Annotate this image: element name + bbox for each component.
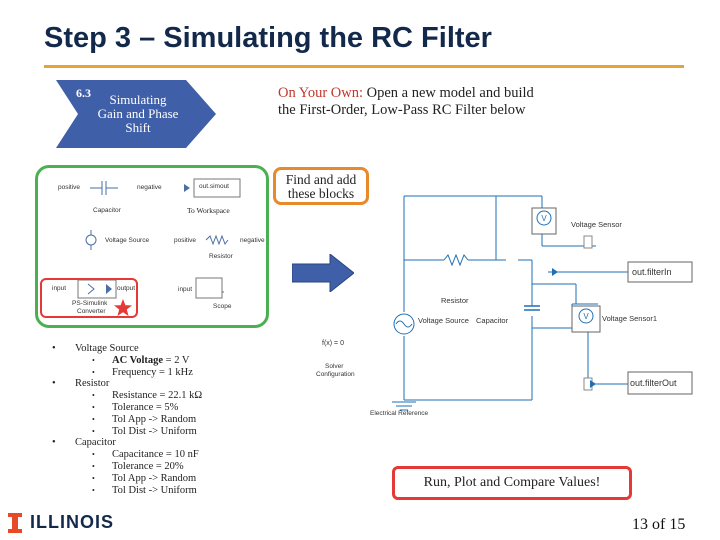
param-item: •Capacitor — [52, 437, 116, 449]
out-filterin-label: out.filterIn — [632, 267, 672, 277]
instruction-text: On Your Own: Open a new model and build … — [278, 85, 538, 119]
to-workspace-block[interactable] — [193, 178, 241, 198]
solver-label-1: Solver — [325, 363, 344, 370]
resistor-negative-port: negative — [240, 237, 265, 244]
to-workspace-port — [184, 184, 190, 192]
electrical-reference-label: Electrical Reference — [370, 410, 429, 417]
slide-title: Step 3 – Simulating the RC Filter — [44, 22, 492, 54]
resistor-label: Resistor — [209, 253, 233, 260]
resistor-positive-port: positive — [174, 237, 197, 244]
param-subitem: •Frequency = 1 kHz — [92, 366, 193, 378]
voltage-sensor1-label: Voltage Sensor1 — [602, 314, 658, 323]
library-blocks-panel — [35, 165, 269, 328]
ps-converter-output-port: output — [117, 285, 136, 292]
solver-label-2: Configuration — [316, 371, 355, 378]
scope-input-port: input — [178, 286, 193, 293]
right-arrow-icon — [292, 254, 354, 292]
param-subitem: •Tolerance = 5% — [92, 401, 179, 413]
section-label: Simulating Gain and Phase Shift — [97, 92, 179, 135]
block-parameters-list: •Voltage Source •AC Voltage = 2 V •Frequ… — [52, 343, 202, 496]
instruction-prefix: On Your Own: — [278, 85, 364, 101]
scope-block[interactable] — [195, 277, 223, 299]
param-item: •Resistor — [52, 378, 110, 390]
param-item: •Voltage Source — [52, 343, 139, 354]
ps-converter-highlight — [40, 278, 138, 318]
section-arrow-badge — [56, 80, 216, 148]
param-subitem: •Capacitance = 10 nF — [92, 449, 199, 461]
instruction-body: Open a new model and build the First-Ord… — [278, 85, 534, 118]
param-subitem: •Tol Dist -> Uniform — [92, 484, 197, 496]
voltage-source-schematic-label: Voltage Source — [418, 316, 469, 325]
resistor-schematic-label: Resistor — [441, 296, 469, 305]
ps-converter-label-2: Converter — [77, 308, 106, 315]
param-subitem: •Tol App -> Random — [92, 472, 197, 484]
capacitor-label: Capacitor — [93, 207, 121, 214]
out-filterout-block[interactable] — [627, 371, 693, 395]
rc-filter-schematic: V V — [392, 195, 693, 411]
scope-label: Scope — [213, 303, 232, 310]
solver-function: f(x) = 0 — [322, 340, 344, 347]
illinois-wordmark: ILLINOIS — [30, 512, 114, 532]
section-number: 6.3 — [76, 86, 91, 100]
library-blocks-graphic — [77, 178, 241, 299]
title-underline — [44, 65, 684, 68]
ps-converter-label-1: PS-Simulink — [72, 300, 108, 307]
voltage-source-label: Voltage Source — [105, 237, 150, 244]
star-icon — [114, 299, 132, 316]
ps-converter-input-port: input — [52, 285, 67, 292]
param-subitem: •Tolerance = 20% — [92, 460, 184, 472]
to-workspace-value: out.simout — [199, 183, 229, 190]
param-subitem: •Tol App -> Random — [92, 413, 197, 425]
voltage-sensor1-symbol: V — [583, 312, 589, 321]
illinois-logo-icon — [8, 513, 22, 533]
out-filterout-label: out.filterOut — [630, 378, 677, 388]
capacitor-schematic-label: Capacitor — [476, 316, 509, 325]
capacitor-positive-port: positive — [58, 184, 81, 191]
page-number: 13 of 15 — [632, 516, 686, 533]
param-subitem: •AC Voltage = 2 V — [92, 354, 190, 366]
find-blocks-callout: Find and add these blocks — [273, 167, 369, 205]
to-workspace-label: To Workspace — [187, 206, 230, 215]
out-filterin-block[interactable] — [627, 261, 693, 283]
voltage-sensor-symbol: V — [541, 214, 547, 223]
param-subitem: •Resistance = 22.1 kΩ — [92, 390, 203, 402]
capacitor-negative-port: negative — [137, 184, 162, 191]
voltage-sensor-label: Voltage Sensor — [571, 220, 622, 229]
run-plot-compare-callout: Run, Plot and Compare Values! — [392, 466, 632, 500]
param-subitem: •Tol Dist -> Uniform — [92, 425, 197, 437]
